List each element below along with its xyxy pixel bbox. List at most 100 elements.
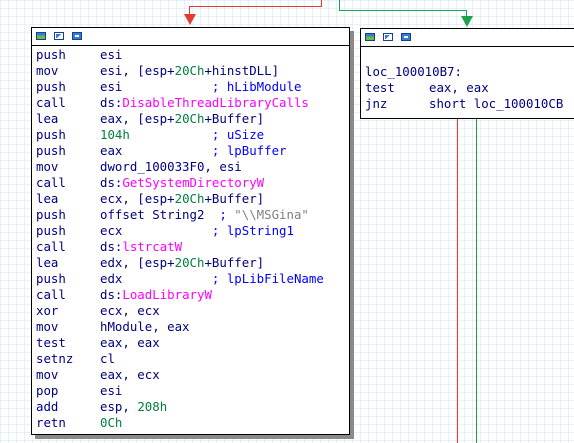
instruction-line[interactable]: lea edx, [esp+20Ch+Buffer] xyxy=(36,255,349,271)
instruction-line[interactable]: lea eax, [esp+20Ch+Buffer] xyxy=(36,111,349,127)
instruction-line[interactable]: call ds:LoadLibraryW xyxy=(36,287,349,303)
immediate-value: 20Ch xyxy=(174,191,205,206)
node-title-bar[interactable] xyxy=(361,29,574,47)
mnemonic: call xyxy=(36,239,66,254)
instruction-line[interactable]: setnz cl xyxy=(36,351,349,367)
instruction-line[interactable]: add esp, 208h xyxy=(36,399,349,415)
mnemonic: push xyxy=(36,127,66,142)
comment: ; lpBuffer xyxy=(122,143,287,158)
edge-true-down xyxy=(466,10,467,18)
instruction-line[interactable]: push ecx ; lpString1 xyxy=(36,223,349,239)
node-color-icon[interactable] xyxy=(365,33,375,41)
comment: ; uSize xyxy=(129,127,265,142)
mnemonic: call xyxy=(36,287,66,302)
immediate-value: 20Ch xyxy=(174,63,205,78)
edge-true-top-vertical xyxy=(339,0,340,11)
instruction-line[interactable]: push eax ; lpBuffer xyxy=(36,143,349,159)
mnemonic: pop xyxy=(36,383,59,398)
comment: ; lpString1 xyxy=(122,223,294,238)
operand: ds: xyxy=(100,239,123,254)
edge-true-out xyxy=(476,118,477,443)
operand: eax, [esp+ xyxy=(100,111,175,126)
operand: ds: xyxy=(100,95,123,110)
node-list-icon[interactable] xyxy=(72,32,82,40)
instruction-line[interactable]: push edx ; lpLibFileName xyxy=(36,271,349,287)
mnemonic: push xyxy=(36,223,66,238)
node-title-bar[interactable] xyxy=(32,28,349,46)
operand: esi xyxy=(100,47,123,62)
operand: esi xyxy=(100,383,123,398)
mnemonic: lea xyxy=(36,111,59,126)
operand: cl xyxy=(100,351,115,366)
comment: ; lpLibFileName xyxy=(122,271,324,286)
operand: eax, ecx xyxy=(100,367,160,382)
mnemonic: test xyxy=(36,335,66,350)
instruction-line[interactable]: call ds:lstrcatW xyxy=(36,239,349,255)
location-label[interactable]: loc_100010B7: xyxy=(365,64,462,79)
mnemonic: push xyxy=(36,207,66,222)
operand: edx, [esp+ xyxy=(100,255,175,270)
operand: ecx xyxy=(100,223,123,238)
operand: +Buffer] xyxy=(204,111,265,126)
node-graph-icon[interactable] xyxy=(383,33,393,41)
mnemonic: mov xyxy=(36,367,59,382)
immediate-value: 20Ch xyxy=(174,111,205,126)
function-name: lstrcatW xyxy=(122,239,183,254)
operand: esp, xyxy=(100,399,138,414)
mnemonic: lea xyxy=(36,255,59,270)
edge-true-top-horizontal xyxy=(339,10,467,11)
function-name: LoadLibraryW xyxy=(122,287,212,302)
edge-false-out xyxy=(457,118,458,443)
operand: eax, eax xyxy=(429,80,489,95)
function-name: DisableThreadLibraryCalls xyxy=(122,95,309,110)
node-graph-icon[interactable] xyxy=(54,32,64,40)
instruction-line[interactable]: retn 0Ch xyxy=(36,415,349,431)
mnemonic: jnz xyxy=(365,96,388,111)
instruction-line[interactable]: call ds:DisableThreadLibraryCalls xyxy=(36,95,349,111)
operand: +Buffer] xyxy=(204,255,265,270)
immediate-value: 20Ch xyxy=(174,255,205,270)
instruction-line[interactable]: mov eax, ecx xyxy=(36,367,349,383)
operand: ds: xyxy=(100,287,123,302)
mnemonic: setnz xyxy=(36,351,74,366)
mnemonic: push xyxy=(36,143,66,158)
instruction-line[interactable]: push 104h ; uSize xyxy=(36,127,349,143)
operand: ecx, [esp+ xyxy=(100,191,175,206)
operand: ds: xyxy=(100,175,123,190)
mnemonic: add xyxy=(36,399,59,414)
immediate-value: 0Ch xyxy=(100,415,123,430)
operand: edx xyxy=(100,271,123,286)
immediate-value: 104h xyxy=(100,127,130,142)
operand: esi xyxy=(100,79,123,94)
immediate-value: 208h xyxy=(137,399,168,414)
operand: esi, [esp+ xyxy=(100,63,175,78)
mnemonic: mov xyxy=(36,63,59,78)
node-color-icon[interactable] xyxy=(36,32,46,40)
operand: hModule, eax xyxy=(100,319,190,334)
instruction-line[interactable]: pop esi xyxy=(36,383,349,399)
operand: +Buffer] xyxy=(204,191,265,206)
mnemonic: push xyxy=(36,271,66,286)
mnemonic: retn xyxy=(36,415,66,430)
comment: ; xyxy=(204,207,235,222)
operand: eax xyxy=(100,143,123,158)
mnemonic: call xyxy=(36,95,66,110)
string-literal: "\\MSGina" xyxy=(234,207,309,222)
node-list-icon[interactable] xyxy=(401,33,411,41)
